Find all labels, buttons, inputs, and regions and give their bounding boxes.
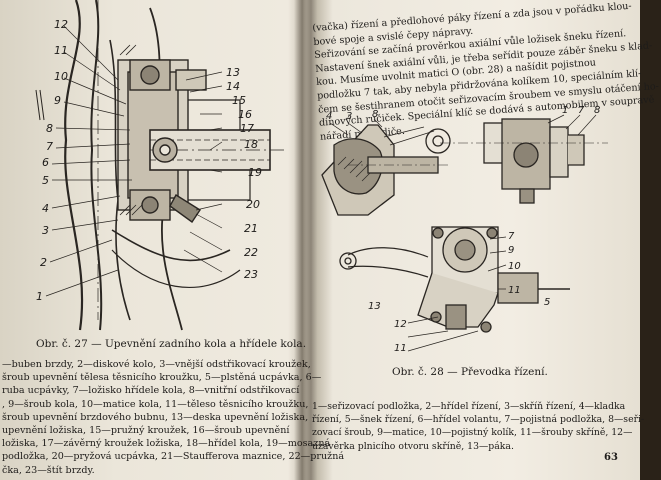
- callout-4: 4: [42, 202, 49, 215]
- left-page: 12 11 10 9 8 7 6 5 4 3 2 1 13 14 15 16 1…: [0, 0, 344, 480]
- callout-8: 8: [46, 122, 53, 135]
- legend-line: šroub upevnění tělesa těsnicího kroužku,…: [2, 372, 322, 384]
- figure-28-caption: Obr. č. 28 — Převodka řízení.: [392, 366, 548, 378]
- callout-2: 2: [40, 256, 47, 269]
- callout-14: 14: [226, 80, 240, 93]
- callout-1: 1: [36, 290, 43, 303]
- legend-line: —buben brzdy, 2—diskové kolo, 3—vnější o…: [2, 359, 311, 370]
- callout-17: 17: [240, 122, 254, 135]
- legend-line: čka, 23—štít brzdy.: [2, 464, 95, 476]
- book-gutter: [294, 0, 312, 480]
- fig28-label-8b: 8: [594, 105, 600, 116]
- fig28-label-7: 7: [578, 105, 585, 116]
- fig28-label-1: 1: [562, 105, 568, 116]
- figure-28-legend: 1—seřizovací podložka, 2—hřídel řízení, …: [312, 400, 644, 453]
- fig28-label-11b: 11: [394, 343, 407, 354]
- legend-line: 1—seřizovací podložka, 2—hřídel řízení, …: [312, 401, 626, 412]
- right-page: (vačka) řízení a předlohové páky řízení …: [308, 0, 659, 480]
- callout-15: 15: [232, 94, 246, 107]
- callout-12: 12: [54, 18, 68, 31]
- callout-19: 19: [248, 166, 262, 179]
- callout-11: 11: [54, 44, 68, 57]
- fig28-label-3: 3: [346, 111, 352, 122]
- callout-13: 13: [226, 66, 240, 79]
- legend-line: , 9—šroub kola, 10—matice kola, 11—těles…: [2, 398, 309, 410]
- legend-line: ložiska, 17—závěrný kroužek ložiska, 18—…: [2, 438, 331, 450]
- legend-line: šroub upevnění brzdového bubnu, 13—deska…: [2, 411, 309, 423]
- callout-6: 6: [42, 156, 49, 169]
- fig28-label-10: 10: [508, 261, 521, 272]
- legend-line: řízení, 5—šnek řízení, 6—hřídel volantu,…: [312, 414, 645, 426]
- steering-gearbox-diagram: 4 3 8 1 7 8 7 9 10 11 12 13 11 5: [321, 105, 608, 354]
- legend-line: podložka, 20—pryžová ucpávka, 21—Stauffe…: [2, 451, 345, 463]
- callout-3: 3: [42, 224, 49, 237]
- callout-22: 22: [244, 246, 258, 259]
- figure-27-caption: Obr. č. 27 — Upevnění zadního kola a hří…: [36, 338, 307, 350]
- fig28-label-5: 5: [544, 297, 550, 308]
- callout-5: 5: [42, 174, 49, 187]
- fig28-label-4: 4: [326, 111, 332, 122]
- callout-9: 9: [54, 94, 61, 107]
- legend-line: ruba ucpávky, 7—ložisko hřídele kola, 8—…: [2, 385, 300, 397]
- figure-27-legend: —buben brzdy, 2—diskové kolo, 3—vnější o…: [2, 358, 344, 477]
- legend-line: zovací šroub, 9—matice, 10—pojistný kolí…: [312, 427, 633, 439]
- callout-18: 18: [244, 138, 258, 151]
- fig28-label-12: 12: [394, 319, 407, 330]
- fig28-label-7b: 7: [508, 231, 515, 242]
- callout-7: 7: [46, 140, 53, 153]
- fig28-label-8: 8: [372, 109, 378, 120]
- fig28-label-13: 13: [368, 301, 381, 312]
- callout-16: 16: [238, 108, 252, 121]
- fig28-label-9: 9: [508, 245, 514, 256]
- callout-20: 20: [246, 198, 260, 211]
- callout-21: 21: [244, 222, 258, 235]
- page-number: 63: [604, 452, 618, 463]
- fig28-label-11: 11: [508, 285, 521, 296]
- callout-10: 10: [54, 70, 68, 83]
- rear-wheel-hub-diagram: 12 11 10 9 8 7 6 5 4 3 2 1 13 14 15 16 1…: [35, 0, 285, 331]
- callout-23: 23: [244, 268, 258, 281]
- legend-line: upevnění ložiska, 15—pružný kroužek, 16—…: [2, 424, 290, 436]
- legend-line: uzávěrka plnicího otvoru skříně, 13—páka…: [312, 440, 514, 452]
